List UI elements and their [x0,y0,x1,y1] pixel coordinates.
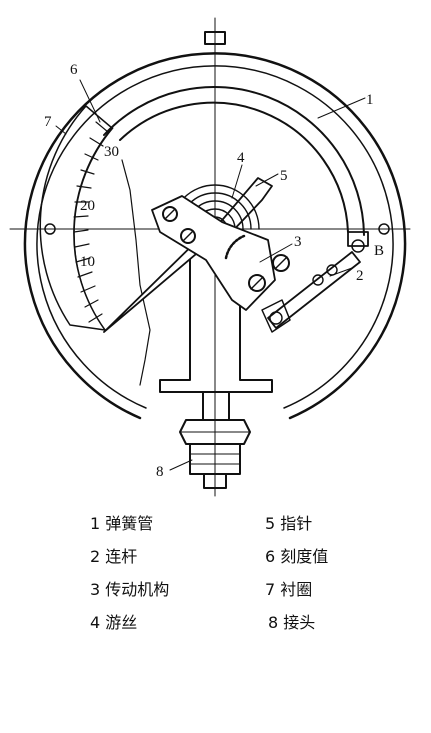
link-pivot [269,311,283,325]
movement-screw-4-slot [274,256,288,270]
movement-screw-3-slot [250,276,264,290]
callout-8: 8 [156,464,164,480]
parts-legend: 1 弹簧管 5 指针 2 连杆 6 刻度值 3 传动机构 7 衬圈 4 游丝 8… [0,508,431,648]
legend-item-3: 3 传动机构 [90,580,170,599]
legend-item-4: 4 游丝 [90,613,138,632]
top-knob [204,31,226,45]
leader-2 [329,267,353,277]
callout-2: 2 [356,268,364,284]
movement-screw-2-slot [182,230,194,242]
tube-tip-pin [351,239,365,253]
movement-plate [151,195,276,311]
outer-casing [23,52,407,420]
bourdon-tube-inner [119,101,349,233]
dial-plate-edge [121,159,151,386]
leader-5 [255,173,279,187]
callout-1: 1 [366,92,374,108]
right-rim-screw [378,223,390,235]
leader-7 [55,125,67,135]
legend-item-2: 2 连杆 [90,547,138,566]
movement-screw-1-slot [164,208,176,220]
link-slot-1 [312,274,324,286]
movement-screw-3 [248,274,266,292]
callout-5: 5 [280,168,288,184]
liner-ring [36,65,394,409]
callout-B: B [374,243,384,259]
movement-screw-2 [180,228,196,244]
callout-3: 3 [294,234,302,250]
scale-band [39,105,113,331]
left-rim-screw [44,223,56,235]
callout-6: 6 [70,62,78,78]
legend-item-8: 8 接头 [268,613,316,632]
legend-item-7: 7 衬圈 [265,580,313,599]
pressure-gauge-diagram: 1 2 3 4 5 6 7 8 B 30 20 10 [9,17,411,497]
leader-1 [317,97,366,119]
leader-8 [169,459,193,471]
scale-value-30: 30 [104,144,119,160]
movement-screw-1 [162,206,178,222]
callout-7: 7 [44,114,52,130]
link-lever [261,299,291,333]
scale-ticks [73,121,109,323]
leader-3 [259,243,293,263]
scale-value-10: 10 [80,254,95,270]
callout-4: 4 [237,150,245,166]
scale-value-20: 20 [80,198,95,214]
tube-tip [347,231,369,247]
movement-screw-4 [272,254,290,272]
legend-item-6: 6 刻度值 [265,547,329,566]
socket-neck [202,391,230,421]
legend-item-1: 1 弹簧管 [90,514,154,533]
legend-item-5: 5 指针 [265,514,313,533]
bourdon-tube-outer [103,85,365,236]
leader-6 [79,79,101,123]
leader-4 [231,164,243,199]
sector-gear [224,234,246,260]
connector-tip [203,473,227,489]
